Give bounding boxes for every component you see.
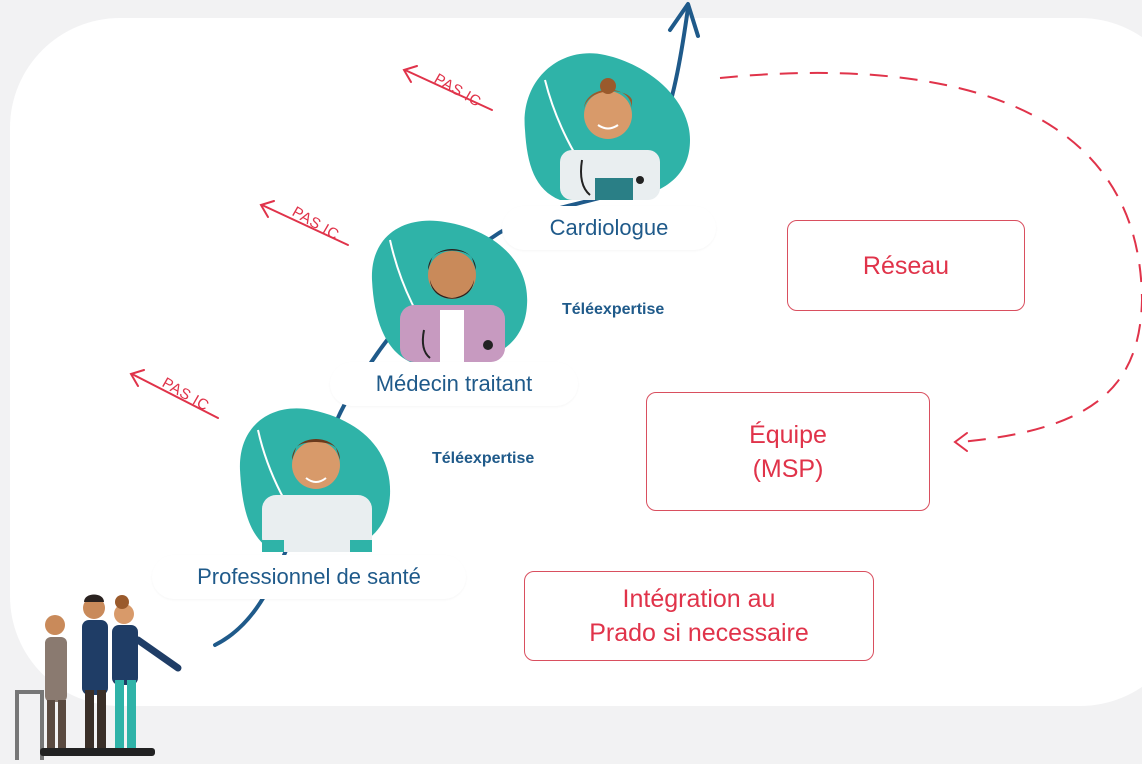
- teleexpertise-label-2: Téléexpertise: [432, 450, 535, 467]
- doctor-woman-icon: [524, 53, 690, 200]
- pas-ic-arrow-2: [259, 200, 349, 246]
- prado-box: Intégration au Prado si necessaire: [524, 571, 874, 661]
- medecin-traitant-label: Médecin traitant: [330, 362, 578, 406]
- progression-arrowhead: [668, 2, 700, 38]
- dashed-loop-arrow: [719, 71, 1142, 443]
- dashed-loop-arrowhead: [953, 432, 968, 452]
- reseau-box: Réseau: [787, 220, 1025, 311]
- patients-group-icon: [15, 594, 182, 760]
- reseau-box-text: Réseau: [862, 251, 950, 280]
- doctor-man-beard-icon: [371, 220, 528, 362]
- equipe-msp-box-text: Équipe (MSP): [749, 420, 827, 483]
- pas-ic-arrow-3: [129, 369, 219, 419]
- equipe-msp-box: Équipe (MSP): [646, 392, 930, 511]
- prado-box-text: Intégration au Prado si necessaire: [589, 585, 809, 647]
- health-professional-icon: [239, 408, 391, 552]
- professionnel-de-sante-label: Professionnel de santé: [152, 555, 466, 599]
- pas-ic-arrow-1: [402, 65, 493, 111]
- cardiologue-label: Cardiologue: [502, 206, 716, 250]
- teleexpertise-label-1: Téléexpertise: [562, 301, 665, 318]
